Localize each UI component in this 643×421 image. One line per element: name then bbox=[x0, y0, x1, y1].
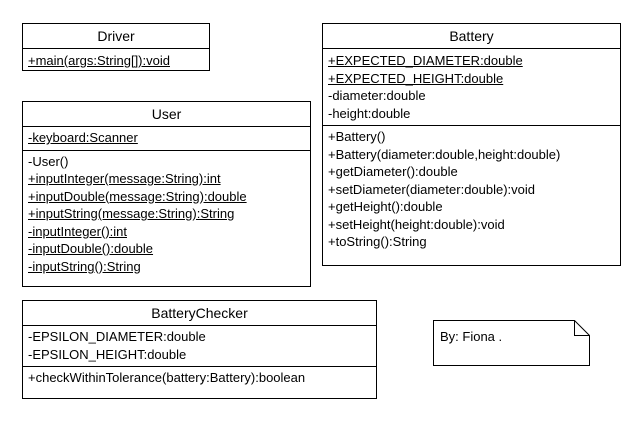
operation-set-diameter: +setDiameter(diameter:double):void bbox=[328, 181, 536, 197]
note-text: By: Fiona . bbox=[440, 329, 503, 344]
operation-constructor: -User() bbox=[28, 153, 69, 169]
class-driver[interactable]: Driver +main(args:String[]):void bbox=[22, 23, 210, 71]
operation-input-double: -inputDouble():double bbox=[28, 241, 154, 256]
operation-main: +main(args:String[]):void bbox=[28, 53, 170, 68]
attribute-expected-height: +EXPECTED_HEIGHT:double bbox=[328, 70, 504, 86]
attribute-epsilon-height: -EPSILON_HEIGHT:double bbox=[28, 346, 187, 362]
class-user[interactable]: User -keyboard:Scanner -User() +inputInt… bbox=[22, 101, 311, 287]
attribute-epsilon-diameter: -EPSILON_DIAMETER:double bbox=[28, 329, 206, 344]
attribute-keyboard: -keyboard:Scanner bbox=[28, 130, 138, 145]
attribute-height: -height:double bbox=[328, 105, 411, 121]
operation-battery-default-constructor: +Battery() bbox=[328, 129, 386, 144]
operation-input-double-message: +inputDouble(message:String):double bbox=[28, 188, 247, 204]
author-note[interactable]: By: Fiona . bbox=[433, 320, 590, 366]
class-name: User bbox=[23, 102, 310, 127]
operations-compartment: +main(args:String[]):void bbox=[23, 49, 209, 73]
operation-get-height: +getHeight():double bbox=[328, 199, 443, 214]
attributes-compartment: -keyboard:Scanner bbox=[23, 127, 310, 150]
attributes-compartment: +EXPECTED_DIAMETER:double +EXPECTED_HEIG… bbox=[323, 49, 620, 125]
operation-input-string: -inputString():String bbox=[28, 258, 141, 274]
class-battery[interactable]: Battery +EXPECTED_DIAMETER:double +EXPEC… bbox=[322, 23, 621, 266]
class-battery-checker[interactable]: BatteryChecker -EPSILON_DIAMETER:double … bbox=[22, 300, 377, 399]
attribute-expected-diameter: +EXPECTED_DIAMETER:double bbox=[328, 53, 523, 68]
operation-input-string-message: +inputString(message:String):String bbox=[28, 206, 235, 221]
operations-compartment: +checkWithinTolerance(battery:Battery):b… bbox=[23, 366, 376, 390]
note-shape bbox=[433, 320, 590, 366]
operation-input-integer: -inputInteger():int bbox=[28, 223, 127, 239]
operation-to-string: +toString():String bbox=[328, 234, 427, 249]
class-name: Driver bbox=[23, 24, 209, 49]
operations-compartment: -User() +inputInteger(message:String):in… bbox=[23, 149, 310, 279]
operation-battery-constructor: +Battery(diameter:double,height:double) bbox=[328, 146, 561, 162]
operation-check-within-tolerance: +checkWithinTolerance(battery:Battery):b… bbox=[28, 370, 306, 385]
class-name: Battery bbox=[323, 24, 620, 49]
class-name: BatteryChecker bbox=[23, 301, 376, 326]
operations-compartment: +Battery() +Battery(diameter:double,heig… bbox=[323, 125, 620, 254]
attribute-diameter: -diameter:double bbox=[328, 88, 426, 103]
operation-input-integer-message: +inputInteger(message:String):int bbox=[28, 171, 221, 186]
operation-get-diameter: +getDiameter():double bbox=[328, 164, 458, 179]
operation-set-height: +setHeight(height:double):void bbox=[328, 216, 505, 232]
attributes-compartment: -EPSILON_DIAMETER:double -EPSILON_HEIGHT… bbox=[23, 326, 376, 366]
